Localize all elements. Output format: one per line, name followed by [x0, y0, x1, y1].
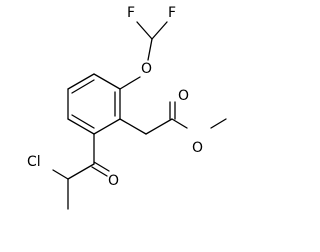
- atom-label-o: O: [141, 61, 152, 77]
- atom-label-o: O: [192, 140, 203, 156]
- ring-bond: [67, 73, 95, 90]
- bond-c-f1: [136, 21, 153, 40]
- atom-label-o: O: [178, 88, 189, 104]
- atom-label-f: F: [127, 5, 135, 21]
- bond-c-f2: [151, 21, 168, 40]
- bond-ring-o-ether: [119, 76, 141, 90]
- ring-bond: [67, 118, 95, 135]
- ring-bond: [93, 73, 121, 90]
- atom-label-cl: Cl: [27, 154, 41, 170]
- bond-c-o-ketone-2: [91, 166, 108, 177]
- ring-bond: [93, 118, 121, 135]
- molecule-structure: F F O O O O Cl: [27, 5, 227, 210]
- bond-c-o-single: [171, 118, 188, 129]
- ring-bond: [71, 79, 95, 94]
- bond-ch-cl: [52, 169, 69, 180]
- bond-ch2-c-ester: [145, 118, 173, 135]
- bond-c-o-ketone-1: [93, 161, 110, 172]
- bond-o-chf2: [147, 38, 153, 61]
- ring-bond: [71, 114, 95, 129]
- atom-label-o: O: [108, 173, 119, 189]
- bond-o-methyl: [210, 118, 227, 129]
- bond-ring-ch2: [119, 118, 147, 135]
- atom-label-f: F: [168, 5, 176, 21]
- bond-c-chcl: [67, 163, 95, 180]
